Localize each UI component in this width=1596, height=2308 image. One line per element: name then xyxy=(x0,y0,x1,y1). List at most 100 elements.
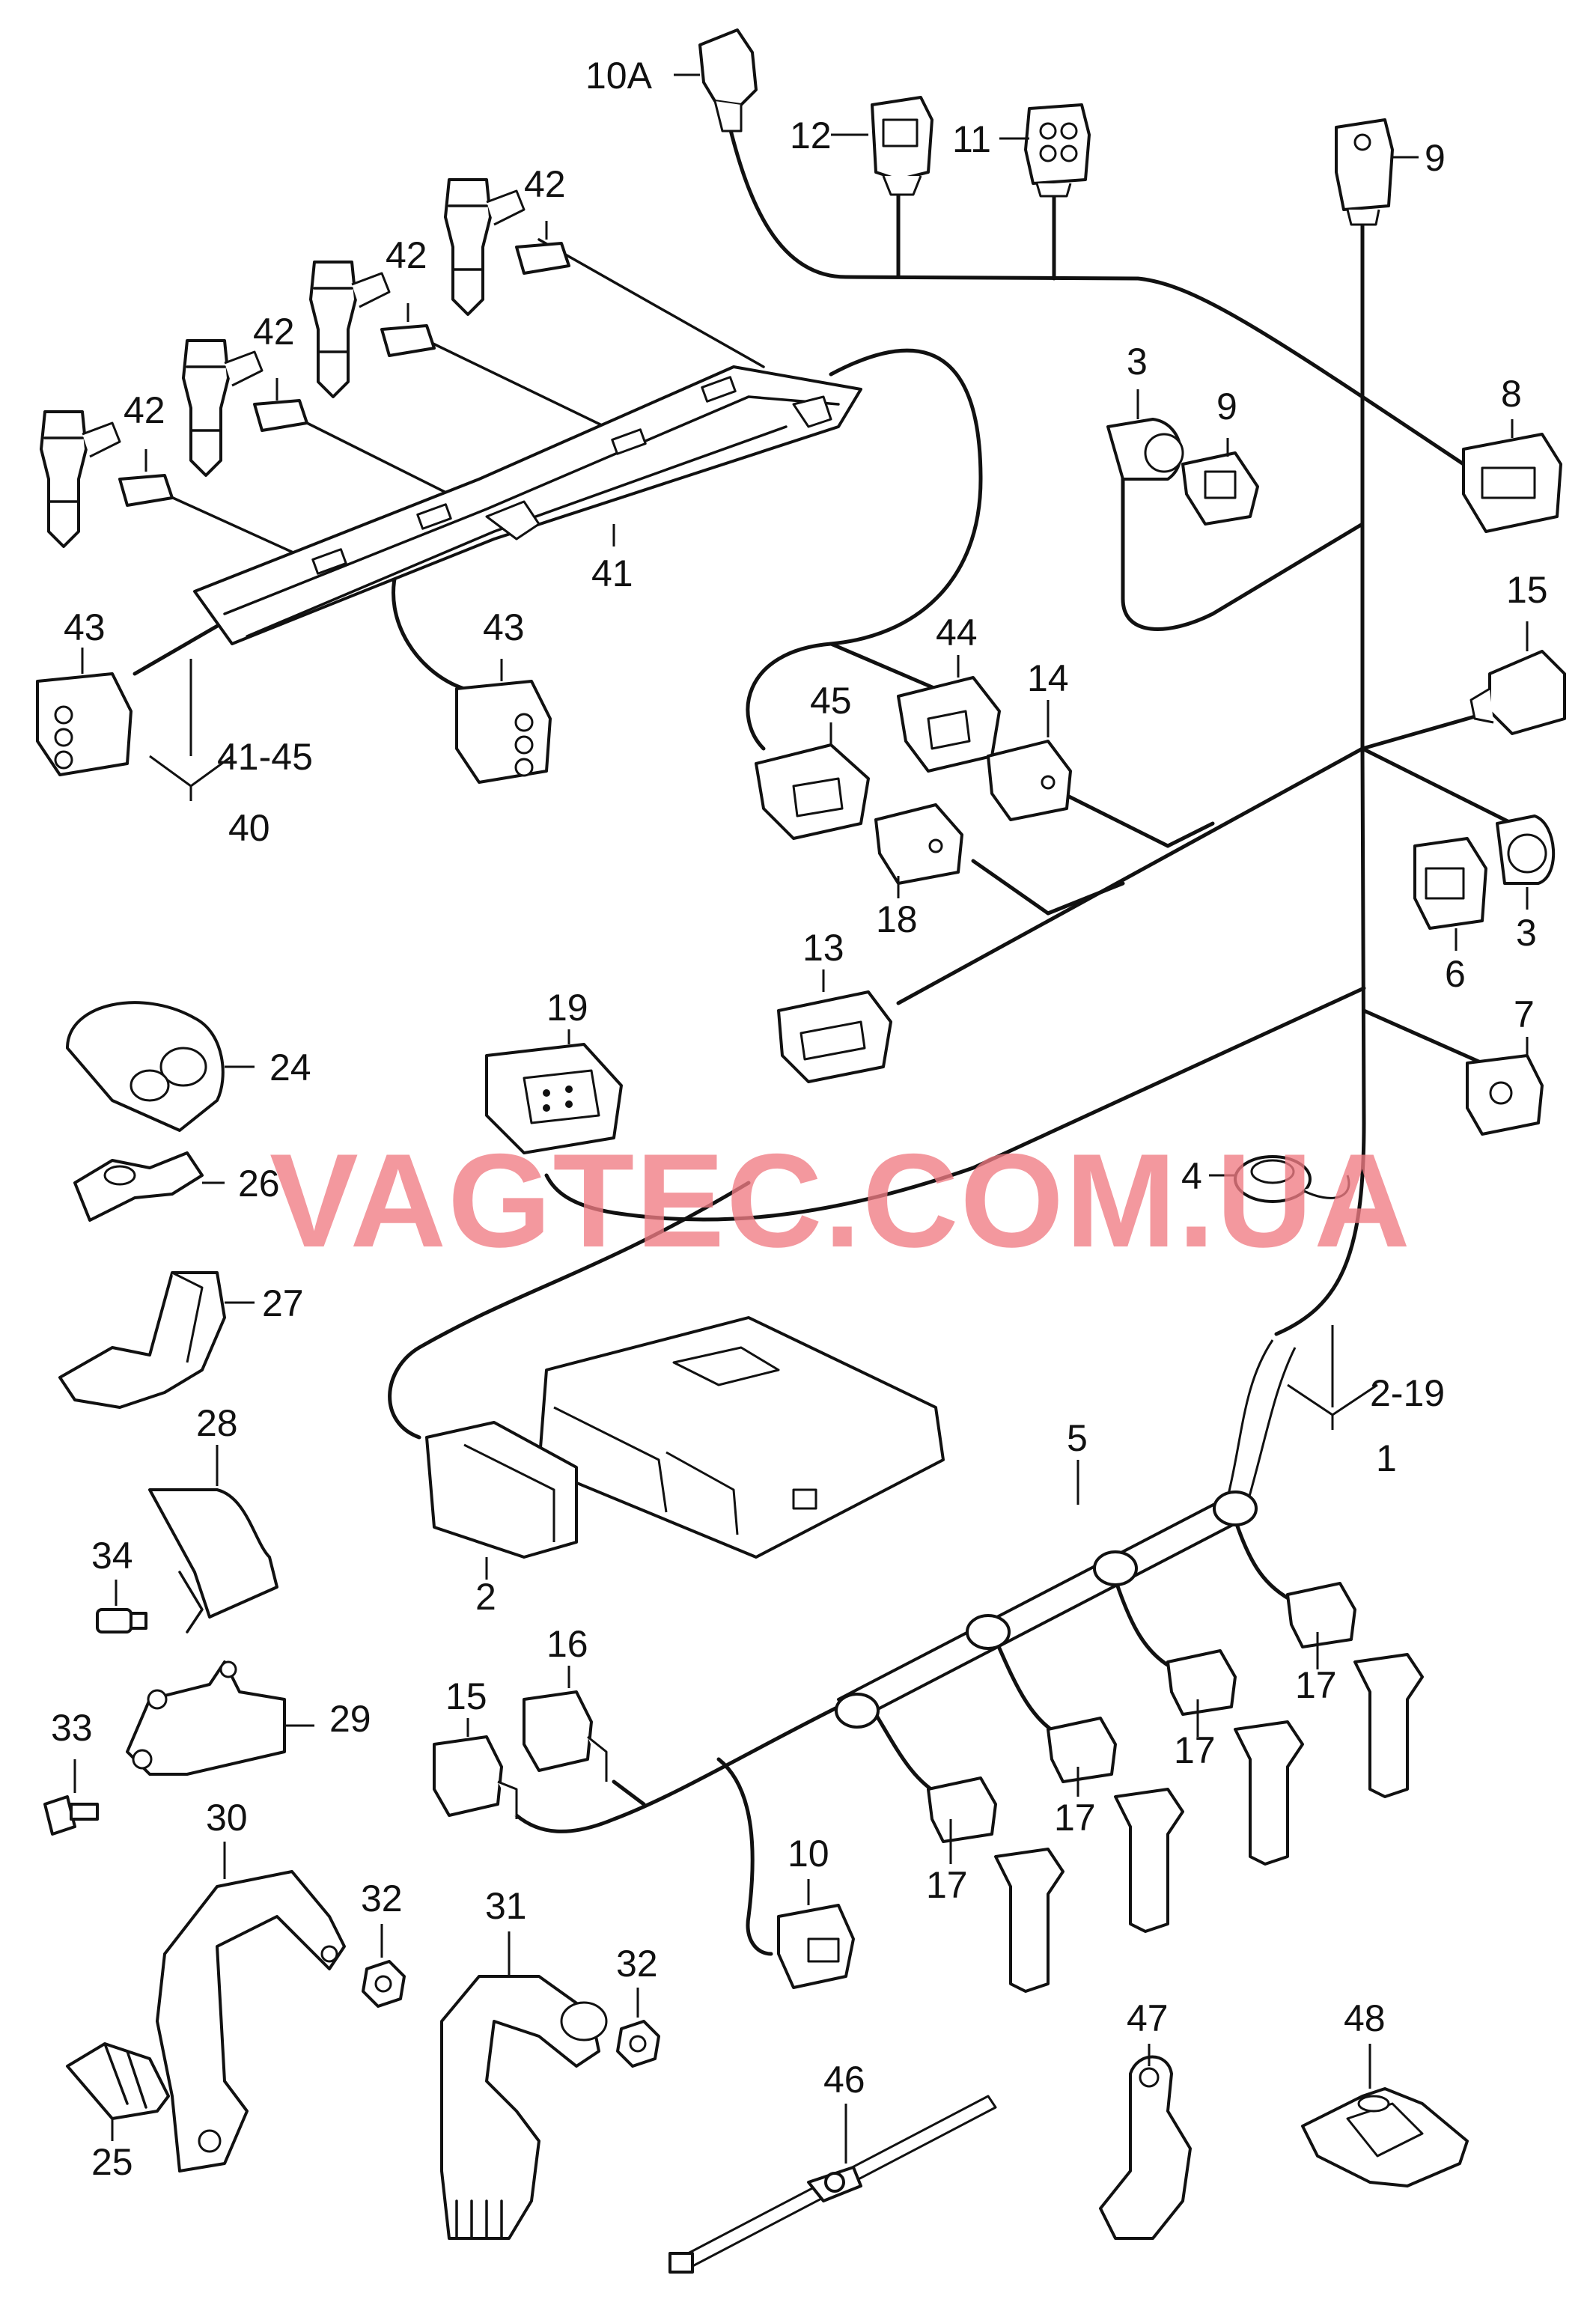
tape-4 xyxy=(1234,1155,1350,1203)
label-5: 5 xyxy=(1067,1417,1088,1459)
connector-13 xyxy=(777,990,892,1083)
watermark: VAGTEC.COM.UA xyxy=(269,1126,1412,1275)
label-17-a: 17 xyxy=(926,1864,968,1906)
label-13: 13 xyxy=(802,927,844,969)
clip-26 xyxy=(73,1151,204,1222)
label-1: 1 xyxy=(1376,1437,1397,1479)
cable-tie-46 xyxy=(668,2095,997,2274)
connector-43-right xyxy=(455,680,552,784)
connector-15-right xyxy=(1469,650,1566,735)
connector-11 xyxy=(1024,103,1091,198)
label-42-b: 42 xyxy=(386,234,427,276)
connector-15-lower xyxy=(433,1735,518,1819)
label-4: 4 xyxy=(1181,1155,1202,1197)
label-18: 18 xyxy=(876,898,918,940)
connector-9-top xyxy=(1335,118,1394,226)
holder-47 xyxy=(1099,2055,1192,2240)
nut-32-a xyxy=(362,1960,406,2008)
injector-4 xyxy=(40,410,121,548)
label-3-right: 3 xyxy=(1516,912,1537,954)
connector-18 xyxy=(874,803,963,885)
label-45: 45 xyxy=(810,680,852,722)
injector-2 xyxy=(309,261,391,398)
bolt-34 xyxy=(96,1608,147,1633)
label-25: 25 xyxy=(91,2141,133,2183)
connector-8 xyxy=(1462,433,1562,533)
holder-48 xyxy=(1301,2087,1469,2187)
connector-12 xyxy=(871,96,933,196)
label-28: 28 xyxy=(196,1402,238,1444)
label-33: 33 xyxy=(51,1707,93,1749)
bracket-29 xyxy=(126,1660,286,1776)
label-16: 16 xyxy=(546,1623,588,1665)
sensor-3-right xyxy=(1496,815,1555,885)
label-42-c: 42 xyxy=(253,311,295,353)
label-8: 8 xyxy=(1501,373,1522,415)
part-labels: 10A 12 11 9 42 42 42 42 3 9 8 41 43 43 4… xyxy=(51,55,1548,2183)
bolt-33 xyxy=(43,1795,99,1836)
connector-9-middle xyxy=(1181,451,1259,526)
label-32-a: 32 xyxy=(361,1878,403,1919)
connector-42-group xyxy=(118,242,570,507)
connector-45 xyxy=(755,743,870,840)
connector-6 xyxy=(1413,837,1487,930)
label-40: 40 xyxy=(228,807,270,849)
label-14: 14 xyxy=(1027,657,1069,699)
harness-wires xyxy=(133,125,1514,1956)
ecu-control-unit-2 xyxy=(425,1316,945,1559)
label-15-lower: 15 xyxy=(445,1675,487,1717)
label-30: 30 xyxy=(206,1797,248,1839)
label-11: 11 xyxy=(952,118,991,160)
label-17-d: 17 xyxy=(1295,1664,1337,1706)
label-34: 34 xyxy=(91,1535,133,1577)
bracket-28 xyxy=(148,1488,278,1633)
coil-connector-group-17 xyxy=(927,1582,1356,1843)
connector-19 xyxy=(485,1043,623,1154)
injector-3 xyxy=(182,339,264,477)
connector-14 xyxy=(987,740,1072,821)
label-10-lower: 10 xyxy=(788,1833,829,1875)
label-41-45: 41-45 xyxy=(217,736,313,778)
label-29: 29 xyxy=(329,1698,371,1740)
label-42-d: 42 xyxy=(124,389,165,431)
label-42-a: 42 xyxy=(524,163,566,205)
connector-7 xyxy=(1466,1054,1544,1136)
label-15-right: 15 xyxy=(1506,569,1548,611)
bracket-27 xyxy=(58,1271,226,1409)
label-17-c: 17 xyxy=(1174,1729,1216,1771)
label-32-b: 32 xyxy=(616,1943,658,1985)
connector-16 xyxy=(523,1690,608,1782)
connector-44 xyxy=(897,676,1001,773)
label-10a: 10A xyxy=(585,55,653,97)
label-48: 48 xyxy=(1344,1997,1386,2039)
label-9-top: 9 xyxy=(1425,137,1446,179)
label-12: 12 xyxy=(790,115,832,156)
label-2: 2 xyxy=(475,1576,496,1618)
label-17-b: 17 xyxy=(1054,1797,1096,1839)
label-24: 24 xyxy=(269,1047,311,1088)
connector-10-lower xyxy=(777,1904,855,1989)
connector-43-left xyxy=(36,672,133,776)
label-41: 41 xyxy=(591,552,633,594)
label-31: 31 xyxy=(485,1885,527,1927)
bracket-30 xyxy=(156,1870,346,2172)
clip-25 xyxy=(66,2042,170,2120)
label-19: 19 xyxy=(546,987,588,1029)
injector-group xyxy=(40,178,526,548)
injector-rail-41 xyxy=(193,365,862,645)
harness-5 xyxy=(835,1339,1297,1729)
injector-1 xyxy=(444,178,526,316)
leader-lines xyxy=(73,73,1529,2164)
label-47: 47 xyxy=(1127,1997,1169,2039)
label-46: 46 xyxy=(823,2059,865,2101)
sensor-3-upper xyxy=(1106,418,1184,481)
grommet-24 xyxy=(66,1001,225,1132)
bracket-31 xyxy=(440,1975,608,2240)
label-26: 26 xyxy=(238,1163,280,1205)
label-44: 44 xyxy=(936,612,978,654)
label-9-middle: 9 xyxy=(1216,386,1237,427)
label-6: 6 xyxy=(1445,953,1466,995)
connector-10a xyxy=(698,28,758,133)
nut-32-b xyxy=(616,2020,660,2068)
